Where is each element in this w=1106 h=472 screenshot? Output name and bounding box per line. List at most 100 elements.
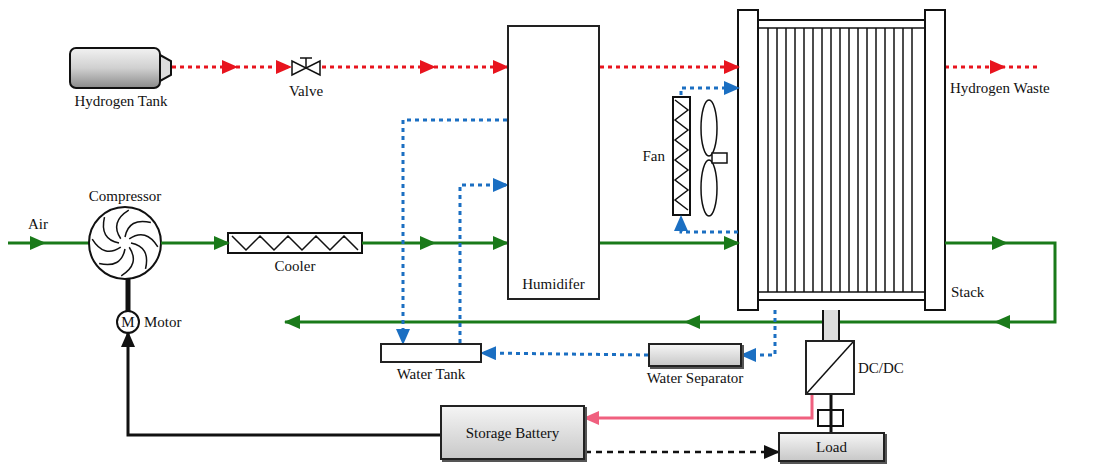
inlet-label: Air xyxy=(28,216,48,233)
motor-symbol xyxy=(117,311,139,333)
converter-diagonal xyxy=(807,342,853,393)
cell-plate xyxy=(839,28,841,292)
flow-arrow xyxy=(684,315,700,329)
node-label: Humidifer xyxy=(522,276,584,293)
flow-connector xyxy=(585,395,812,418)
fan-hub xyxy=(712,153,727,163)
cell-plate xyxy=(794,28,796,292)
flow-arrow xyxy=(992,236,1008,250)
valve-stem xyxy=(305,58,307,68)
motor-symbol-letter: M xyxy=(121,314,134,331)
node-label: Compressor xyxy=(89,188,162,205)
cell-plate xyxy=(803,28,805,292)
flow-connector xyxy=(172,67,290,68)
connector-line xyxy=(161,242,228,245)
flow-connector xyxy=(600,67,738,68)
flow-connector xyxy=(128,279,129,311)
tank-nozzle xyxy=(160,55,171,81)
stack-air-outlet xyxy=(285,243,1055,322)
flow-arrow xyxy=(994,315,1010,329)
flow-connector xyxy=(482,353,648,355)
cell-plate xyxy=(893,28,895,292)
flow-connector xyxy=(600,243,738,244)
compressor-blade xyxy=(117,210,129,239)
valve-symbol xyxy=(306,61,320,75)
flow-connector xyxy=(831,395,832,432)
connector-line xyxy=(403,120,507,343)
connector-line xyxy=(830,395,833,432)
connector-line xyxy=(126,279,131,311)
storage-battery: Storage Battery xyxy=(440,405,585,460)
cell-plate xyxy=(857,28,859,292)
cell-plate xyxy=(821,28,823,292)
compressor-blade xyxy=(92,239,121,251)
flow-arrow xyxy=(990,60,1006,74)
cell-plate xyxy=(785,28,787,292)
hydrogen-tank: Hydrogen Tank xyxy=(70,48,172,88)
radiator-fins xyxy=(675,100,688,210)
node-label: Valve xyxy=(289,83,323,100)
node-label: Water Tank xyxy=(397,366,466,383)
air-line xyxy=(8,242,89,245)
outlet-label: Hydrogen Waste xyxy=(950,80,1050,97)
cell-line xyxy=(758,27,925,29)
connector-line xyxy=(600,242,738,245)
node-label: DC/DC xyxy=(858,359,904,376)
connector-line xyxy=(585,451,778,454)
node-label: Fan xyxy=(643,148,666,165)
compressor-blade xyxy=(129,235,158,247)
water-separator: Water Separator xyxy=(648,343,742,367)
water-tank: Water Tank xyxy=(380,343,482,363)
node-label: Load xyxy=(816,439,847,456)
flow-connector xyxy=(585,452,778,453)
load-box: Load xyxy=(778,432,885,462)
connector-line xyxy=(322,66,507,69)
flow-connector xyxy=(681,88,738,95)
valve-handle xyxy=(300,57,312,59)
flow-connector xyxy=(322,67,507,68)
connector-line xyxy=(585,395,812,418)
dc-dc-converter: DC/DC xyxy=(805,340,855,395)
stack-body xyxy=(758,20,925,300)
compressor-symbol xyxy=(89,207,161,279)
stack-cells xyxy=(758,28,925,292)
cell-plate xyxy=(902,28,904,292)
flow-arrow xyxy=(284,315,300,329)
flow-connector xyxy=(460,185,507,343)
flow-connector xyxy=(681,217,738,232)
cell-plate xyxy=(767,28,769,292)
hydrogen-tank-body xyxy=(70,48,160,88)
valve: Valve xyxy=(290,56,322,78)
compressor: Compressor xyxy=(89,207,161,279)
node-label: Hydrogen Tank xyxy=(74,93,167,110)
flow-connector xyxy=(403,120,507,343)
cell-plate xyxy=(812,28,814,292)
fuel-cell-stack: Stack xyxy=(738,10,945,310)
connector-line xyxy=(362,242,507,245)
valve-symbol xyxy=(292,61,306,75)
fan: Fan xyxy=(671,95,728,217)
cooler: Cooler xyxy=(228,233,362,253)
compressor-blade xyxy=(121,247,133,276)
cooler-coil xyxy=(232,236,358,250)
connector-line xyxy=(681,88,738,95)
node-label: Storage Battery xyxy=(466,424,560,441)
node-label: Motor xyxy=(144,314,182,331)
cell-plate xyxy=(776,28,778,292)
humidifier-box: Humidifer xyxy=(507,25,600,300)
compressor-blades xyxy=(92,210,158,276)
cell-plate xyxy=(866,28,868,292)
flow-connector xyxy=(831,310,832,340)
cell-plate xyxy=(875,28,877,292)
cooler-symbol xyxy=(228,233,362,253)
connector-line xyxy=(460,185,507,343)
connector-fill xyxy=(824,310,838,340)
connector-outline xyxy=(822,310,840,340)
flow-connector xyxy=(362,243,507,244)
flow-arrow xyxy=(30,236,46,250)
flow-connector xyxy=(161,243,228,244)
flow-connector xyxy=(742,310,775,355)
cell-plate xyxy=(848,28,850,292)
connector-line xyxy=(681,217,738,232)
